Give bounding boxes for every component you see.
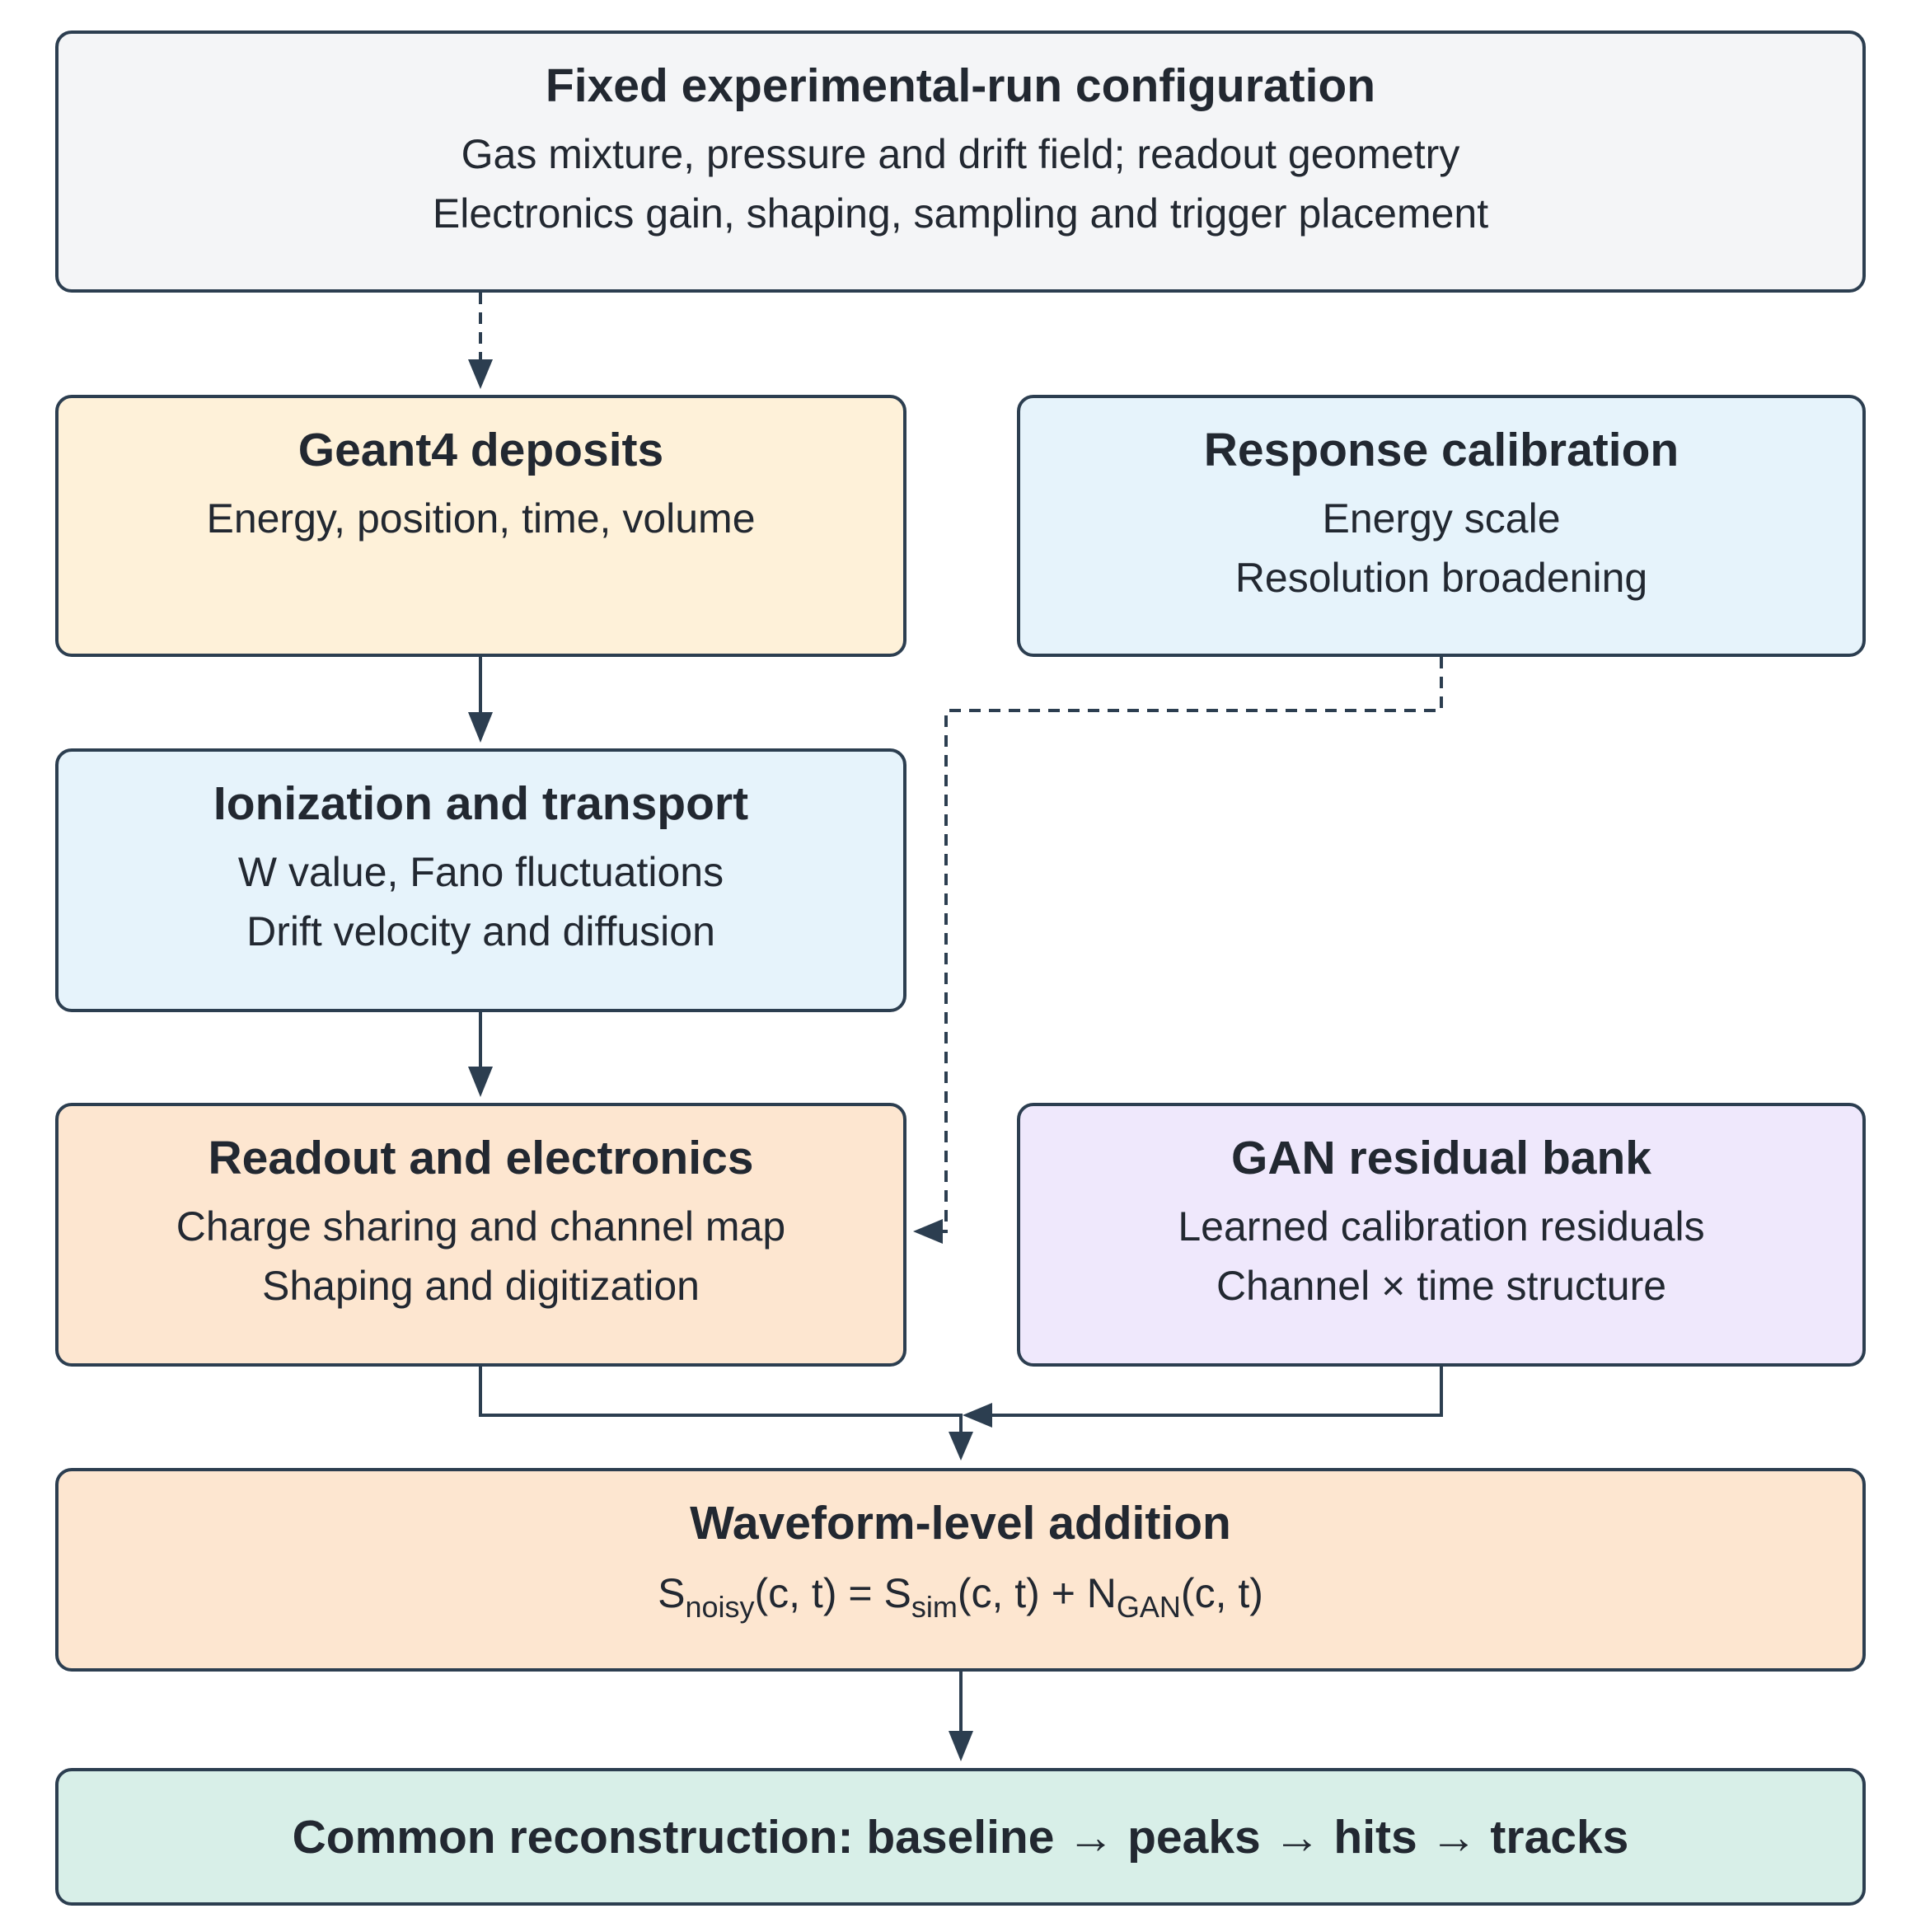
readout-line-charge-sharing: Charge sharing and channel map xyxy=(176,1203,786,1250)
formula-s-noisy: S xyxy=(658,1570,686,1616)
formula-part-3: (c, t) xyxy=(1180,1570,1263,1616)
waveform-formula: Snoisy(c, t) = Ssim(c, t) + NGAN(c, t) xyxy=(59,1564,1862,1623)
formula-sub-noisy: noisy xyxy=(685,1590,755,1624)
arrowhead-waveform-to-recon xyxy=(949,1731,973,1761)
arrowhead-ionization-to-readout xyxy=(468,1067,493,1097)
formula-n-gan: N xyxy=(1086,1570,1117,1616)
formula-sub-sim: sim xyxy=(911,1590,958,1624)
formula-part-1: (c, t) = xyxy=(754,1570,884,1616)
waveform-title: Waveform-level addition xyxy=(690,1497,1231,1550)
readout-line-shaping: Shaping and digitization xyxy=(262,1263,700,1309)
arrow-response-to-readout xyxy=(939,657,1443,1233)
arrowhead-gan-to-waveform xyxy=(963,1403,992,1428)
reconstruction-box: Common reconstruction: baseline → peaks … xyxy=(55,1768,1866,1906)
readout-title: Readout and electronics xyxy=(208,1132,754,1184)
formula-s-sim: S xyxy=(883,1570,911,1616)
arrowhead-response-to-readout xyxy=(913,1219,943,1244)
arrow-readout-to-waveform xyxy=(479,1367,963,1434)
waveform-addition-box: Waveform-level addition Snoisy(c, t) = S… xyxy=(55,1468,1866,1672)
gan-title: GAN residual bank xyxy=(1231,1132,1651,1184)
config-line-electronics: Electronics gain, shaping, sampling and … xyxy=(432,190,1489,237)
formula-part-2: (c, t) + xyxy=(957,1570,1087,1616)
arrow-gan-to-waveform xyxy=(989,1367,1443,1417)
gan-line-residuals: Learned calibration residuals xyxy=(1178,1203,1705,1250)
config-line-gas: Gas mixture, pressure and drift field; r… xyxy=(461,131,1460,177)
ionization-transport-box: Ionization and transport W value, Fano f… xyxy=(55,748,906,1012)
ionization-title: Ionization and transport xyxy=(213,777,749,830)
reconstruction-title: Common reconstruction: baseline → peaks … xyxy=(292,1811,1629,1864)
gan-line-structure: Channel × time structure xyxy=(1216,1263,1667,1309)
response-title: Response calibration xyxy=(1203,424,1679,476)
ionization-line-drift: Drift velocity and diffusion xyxy=(246,908,715,954)
readout-electronics-box: Readout and electronics Charge sharing a… xyxy=(55,1103,906,1367)
formula-sub-gan: GAN xyxy=(1116,1590,1181,1624)
config-title: Fixed experimental-run configuration xyxy=(545,59,1376,112)
arrowhead-config-to-geant4 xyxy=(468,359,493,389)
geant4-deposits-box: Geant4 deposits Energy, position, time, … xyxy=(55,395,906,657)
config-box: Fixed experimental-run configuration Gas… xyxy=(55,30,1866,293)
arrowhead-geant4-to-ionization xyxy=(468,712,493,743)
geant4-title: Geant4 deposits xyxy=(297,424,664,476)
geant4-line-quantities: Energy, position, time, volume xyxy=(206,495,756,542)
ionization-line-w-value: W value, Fano fluctuations xyxy=(237,849,724,895)
arrowhead-readout-to-waveform xyxy=(949,1432,973,1461)
response-line-resolution: Resolution broadening xyxy=(1234,555,1648,601)
response-line-energy-scale: Energy scale xyxy=(1322,495,1561,542)
gan-residual-bank-box: GAN residual bank Learned calibration re… xyxy=(1017,1103,1866,1367)
response-calibration-box: Response calibration Energy scale Resolu… xyxy=(1017,395,1866,657)
